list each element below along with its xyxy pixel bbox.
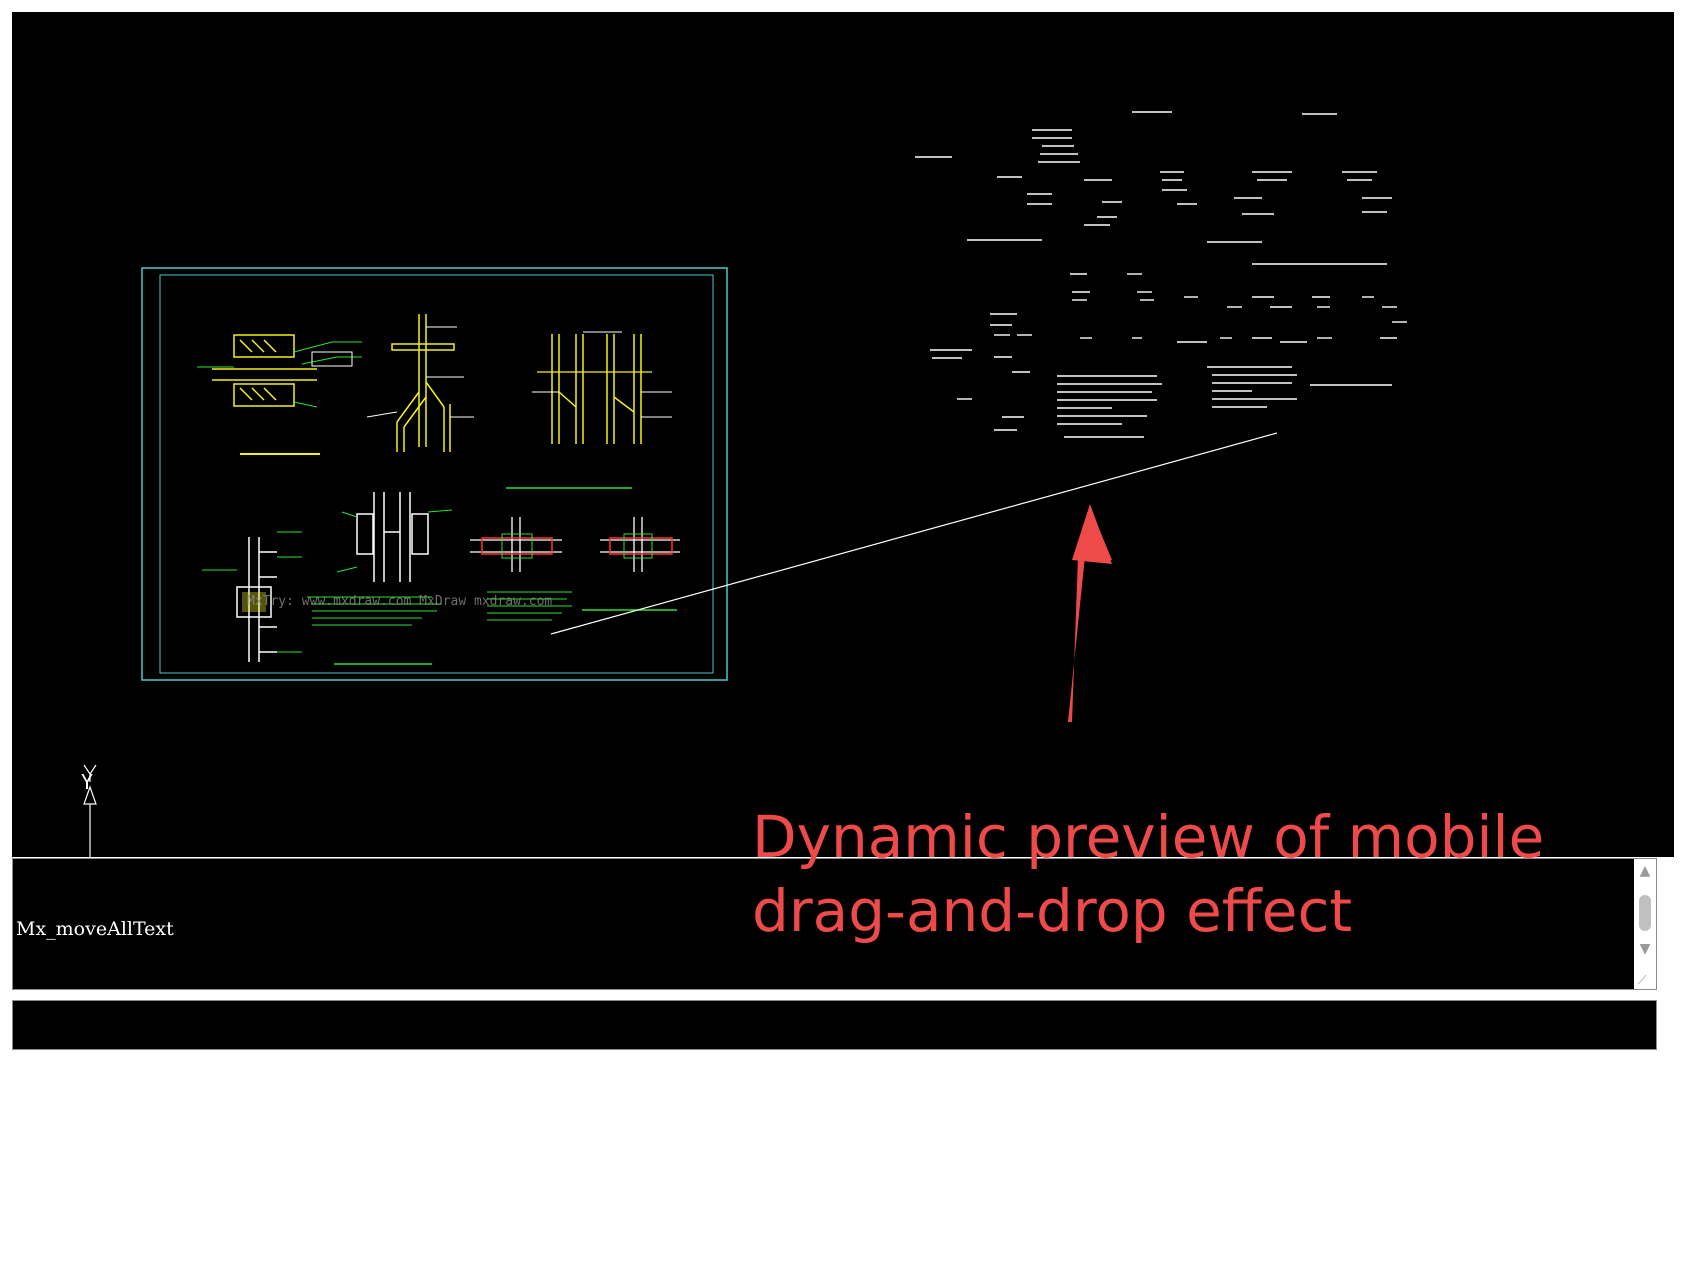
annotation-arrow bbox=[1068, 504, 1112, 722]
resize-grip-icon[interactable]: ⟋ bbox=[1638, 973, 1647, 987]
detail-pipe-clamp bbox=[356, 492, 429, 582]
scroll-up-icon[interactable]: ▲ bbox=[1639, 863, 1651, 879]
detail-wall-sleeve-leaders bbox=[197, 341, 362, 408]
command-line: Please select the moving reference point… bbox=[16, 1062, 423, 1084]
detail-pipe-branch-leaders bbox=[366, 326, 474, 418]
detail-vertical-flange bbox=[236, 537, 277, 662]
scroll-thumb[interactable] bbox=[1639, 895, 1651, 931]
command-line: Command: bbox=[16, 1134, 121, 1156]
detail-horizontal-flange-2 bbox=[600, 517, 680, 572]
detail-pipe-clamp-leaders bbox=[336, 509, 453, 573]
command-scrollbar[interactable]: ▲ ▼ ⟋ bbox=[1634, 859, 1656, 989]
drawing-sheet[interactable] bbox=[141, 267, 728, 681]
command-input[interactable] bbox=[12, 1000, 1657, 1050]
command-line: Mx_moveAllText bbox=[16, 918, 174, 940]
detail-pipe-branch bbox=[391, 314, 455, 452]
drag-preview-line bbox=[550, 432, 1278, 635]
command-line: Please select the moving destination poi… bbox=[16, 1206, 437, 1228]
detail-double-pipes bbox=[537, 334, 652, 444]
notes-block bbox=[307, 591, 572, 626]
drawing-svg: MxTry: www.mxdraw.com MxDraw mxdraw.com bbox=[83, 111, 1407, 857]
detail-wall-sleeve bbox=[212, 334, 320, 455]
annotation-caption: Dynamic preview of mobile drag-and-drop … bbox=[752, 800, 1652, 948]
dynamic-preview-text bbox=[915, 111, 1407, 438]
detail-double-pipes-leaders bbox=[532, 331, 672, 418]
cad-drawing-canvas[interactable]: MxTry: www.mxdraw.com MxDraw mxdraw.com bbox=[12, 12, 1674, 857]
detail-vertical-flange-leaders bbox=[202, 531, 302, 653]
scroll-down-icon[interactable]: ▼ bbox=[1639, 941, 1651, 957]
sheet-inner-frame bbox=[159, 274, 714, 674]
ucs-axis-icon bbox=[83, 764, 97, 857]
sheet-outer-frame bbox=[141, 267, 728, 681]
watermark-text: MxTry: www.mxdraw.com MxDraw mxdraw.com bbox=[247, 594, 552, 609]
annotation-line-1: Dynamic preview of mobile bbox=[752, 803, 1545, 871]
y-axis-label: Y bbox=[81, 770, 94, 794]
annotation-line-2: drag-and-drop effect bbox=[752, 877, 1353, 945]
detail-horizontal-flange-1 bbox=[470, 517, 562, 572]
